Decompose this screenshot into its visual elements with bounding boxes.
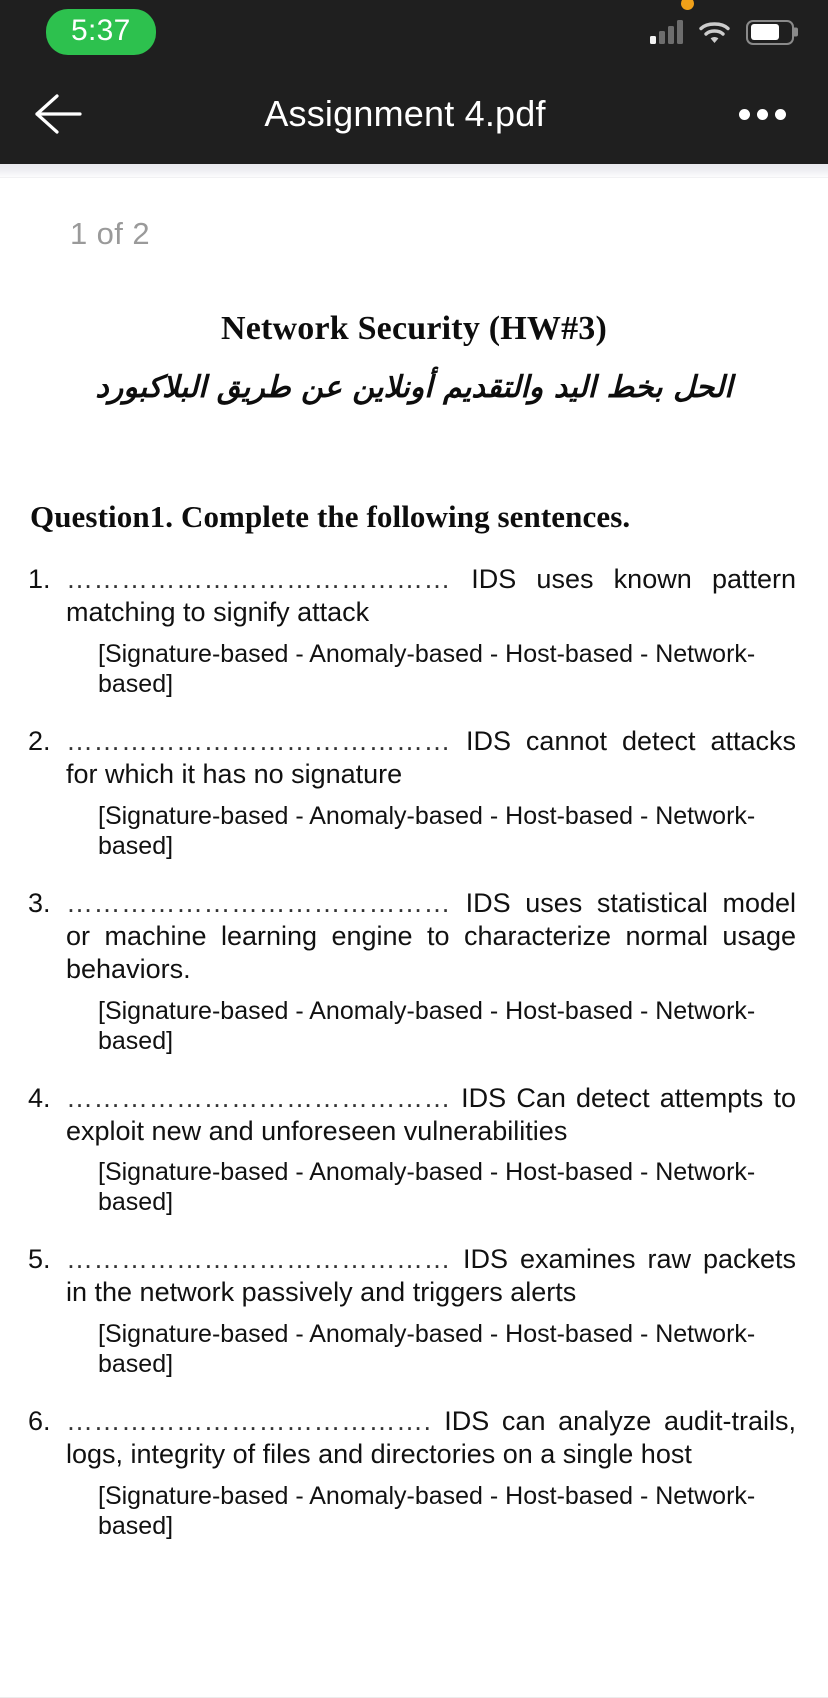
pdf-document-viewer[interactable]: 1 of 2 Network Security (HW#3) الحل بخط … [0, 164, 828, 1698]
item-number: 1. [28, 564, 51, 594]
list-item: 3. …………………………………… IDS uses statistical m… [24, 887, 804, 1056]
privacy-recording-dot-icon [681, 0, 694, 10]
item-number: 4. [28, 1082, 51, 1113]
pdf-page: Network Security (HW#3) الحل بخط اليد وا… [0, 310, 828, 1542]
item-options: [Signature-based - Anomaly-based - Host-… [98, 801, 756, 860]
item-text: …………………………………… IDS uses statistical mode… [66, 887, 804, 986]
more-options-button[interactable] [726, 78, 798, 150]
dot-icon [756, 108, 768, 120]
item-sentence: IDS uses known pattern matching to signi… [66, 564, 796, 627]
item-options: [Signature-based - Anomaly-based - Host-… [98, 1158, 756, 1217]
blank-dots: …………………………………… [66, 1244, 451, 1275]
list-item: 2. …………………………………… IDS cannot detect atta… [24, 725, 804, 861]
item-number: 3. [28, 887, 51, 918]
item-sentence: IDS Can detect attempts to exploit new a… [66, 1082, 796, 1146]
list-item: 5. …………………………………… IDS examines raw packe… [24, 1243, 804, 1379]
status-bar: 5:37 [0, 0, 828, 64]
item-text: …………………………………… IDS uses known pattern ma… [66, 563, 804, 629]
blank-dots: …………………………………. [66, 1406, 432, 1437]
item-text: …………………………………. IDS can analyze audit-tra… [66, 1405, 804, 1471]
item-text: …………………………………… IDS Can detect attempts t… [66, 1082, 804, 1148]
cellular-signal-icon [650, 20, 683, 44]
list-item: 1. …………………………………… IDS uses known pattern… [24, 563, 804, 699]
back-button[interactable] [22, 78, 94, 150]
item-options: [Signature-based - Anomaly-based - Host-… [98, 1482, 756, 1541]
item-text: …………………………………… IDS cannot detect attacks… [66, 725, 804, 791]
item-sentence: IDS examines raw packets in the network … [66, 1244, 796, 1308]
item-options: [Signature-based - Anomaly-based - Host-… [98, 639, 756, 698]
item-number: 5. [28, 1244, 51, 1275]
item-options: [Signature-based - Anomaly-based - Host-… [98, 996, 756, 1055]
dot-icon [738, 108, 750, 120]
item-text: …………………………………… IDS examines raw packets … [66, 1243, 804, 1309]
item-options: [Signature-based - Anomaly-based - Host-… [98, 1320, 756, 1379]
back-arrow-icon [35, 94, 82, 134]
item-sentence: IDS uses statistical model or machine le… [66, 887, 796, 984]
blank-dots: …………………………………… [66, 564, 451, 594]
page-title: Assignment 4.pdf [264, 93, 546, 134]
document-title: Network Security (HW#3) [220, 310, 608, 347]
blank-dots: …………………………………… [66, 725, 451, 756]
list-item: 6. …………………………………. IDS can analyze audit-… [24, 1405, 804, 1541]
item-sentence: IDS cannot detect attacks for which it h… [66, 725, 796, 789]
item-number: 2. [28, 725, 51, 756]
question-heading: Question1. Complete the following senten… [30, 499, 631, 534]
blank-dots: …………………………………… [66, 1082, 451, 1113]
viewer-top-edge [0, 164, 828, 178]
document-subtitle-arabic: الحل بخط اليد والتقديم أونلاين عن طريق ا… [95, 370, 733, 405]
item-number: 6. [28, 1406, 51, 1437]
page-indicator: 1 of 2 [70, 216, 150, 251]
app-bar: Assignment 4.pdf [0, 64, 828, 164]
status-indicators [650, 0, 794, 45]
status-clock: 5:37 [46, 9, 156, 55]
wifi-icon [699, 21, 730, 43]
dot-icon [774, 108, 786, 120]
battery-icon [746, 19, 794, 45]
blank-dots: …………………………………… [66, 887, 451, 918]
question-list: 1. …………………………………… IDS uses known pattern… [24, 563, 804, 1541]
item-sentence: IDS can analyze audit-trails, logs, inte… [66, 1406, 796, 1470]
list-item: 4. …………………………………… IDS Can detect attempt… [24, 1082, 804, 1218]
